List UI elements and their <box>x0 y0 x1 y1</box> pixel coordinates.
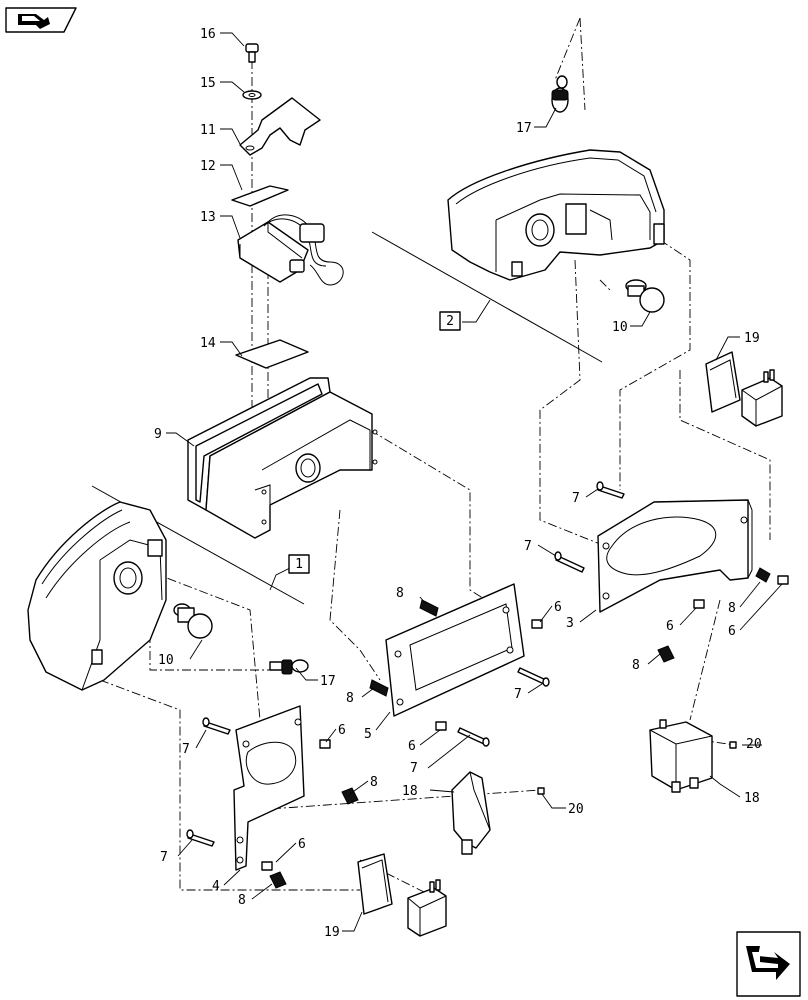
callout-10: 10 <box>612 320 628 335</box>
callout-17: 17 <box>516 121 532 136</box>
part-12-pad <box>231 185 289 207</box>
callout-6: 6 <box>298 837 306 852</box>
part-6-nut <box>319 739 331 749</box>
callout-18: 18 <box>402 784 418 799</box>
part-18-flasher-middle <box>451 771 491 855</box>
callout-8: 8 <box>238 893 246 908</box>
callout-8: 8 <box>632 658 640 673</box>
part-7-screw <box>457 727 490 747</box>
right-lamp-assembly <box>447 149 665 281</box>
part-8-insert <box>755 567 771 583</box>
callout-13: 13 <box>200 210 216 225</box>
callout-8: 8 <box>396 586 404 601</box>
nav-back-arrow-icon <box>18 14 50 29</box>
part-7-screw <box>554 551 585 573</box>
callout-15: 15 <box>200 76 216 91</box>
part-4-bracket <box>233 705 305 871</box>
part-15-washer <box>242 90 262 100</box>
part-17-bulb-left <box>269 659 309 675</box>
callout-7: 7 <box>514 687 522 702</box>
callout-8: 8 <box>728 601 736 616</box>
left-lamp-assembly <box>27 501 167 691</box>
callout-4: 4 <box>212 879 220 894</box>
part-6-nut <box>693 599 705 609</box>
callout-17: 17 <box>320 674 336 689</box>
callout-7: 7 <box>410 761 418 776</box>
callout-7: 7 <box>182 742 190 757</box>
part-19-pad-bottom <box>357 853 393 915</box>
part-8-insert <box>657 645 675 663</box>
part-6-nut <box>435 721 447 731</box>
part-19-pad-top <box>705 351 741 413</box>
callout-6: 6 <box>666 619 674 634</box>
part-18-flasher-right <box>649 719 713 793</box>
part-13-module <box>237 214 344 286</box>
part-8-insert <box>419 599 439 617</box>
callout-3: 3 <box>566 616 574 631</box>
callout-8: 8 <box>370 775 378 790</box>
callout-10: 10 <box>158 653 174 668</box>
part-6-nut <box>777 575 789 585</box>
part-7-screw <box>186 829 215 847</box>
group-ref-label: 1 <box>295 557 303 572</box>
part-6-nut <box>261 861 273 871</box>
part-11-clamp <box>239 97 321 156</box>
group-ref-box-1[interactable]: 1 <box>288 554 310 574</box>
callout-6: 6 <box>338 723 346 738</box>
part-3-bracket <box>597 499 753 613</box>
nav-next-arrow-icon <box>746 946 790 980</box>
part-10-bulb-top <box>625 279 665 313</box>
callout-7: 7 <box>572 491 580 506</box>
part-8-insert <box>341 787 359 805</box>
callout-labels: 16 15 11 12 13 14 9 17 10 19 7 7 3 6 8 6… <box>154 27 762 940</box>
callout-20: 20 <box>568 802 584 817</box>
part-8-insert <box>269 871 287 889</box>
callout-18: 18 <box>744 791 760 806</box>
callout-9: 9 <box>154 427 162 442</box>
leader-lines <box>166 32 783 932</box>
callout-6: 6 <box>728 624 736 639</box>
part-19-relay-top <box>741 369 783 427</box>
group-2-bracket <box>371 231 603 363</box>
callout-12: 12 <box>200 159 216 174</box>
callout-7: 7 <box>524 539 532 554</box>
callout-14: 14 <box>200 336 216 351</box>
part-7-screw <box>517 667 550 687</box>
part-9-lamp-housing <box>187 377 378 539</box>
part-20-plug <box>729 741 737 749</box>
group-ref-label: 2 <box>446 314 454 329</box>
callout-20: 20 <box>746 737 762 752</box>
part-10-bulb-left <box>173 603 213 639</box>
part-7-screw <box>202 717 231 735</box>
callout-7: 7 <box>160 850 168 865</box>
part-6-nut <box>531 619 543 629</box>
callout-6: 6 <box>408 739 416 754</box>
nav-back-button[interactable] <box>5 7 77 33</box>
part-7-screw <box>596 481 625 499</box>
callout-19: 19 <box>324 925 340 940</box>
part-17-bulb-top <box>551 75 569 113</box>
callout-16: 16 <box>200 27 216 42</box>
callout-11: 11 <box>200 123 216 138</box>
part-5-plate <box>385 583 525 717</box>
nav-next-button[interactable] <box>736 931 801 997</box>
callout-6: 6 <box>554 600 562 615</box>
callout-19: 19 <box>744 331 760 346</box>
part-14-pad <box>235 339 309 369</box>
part-19-relay-bottom <box>407 879 447 937</box>
group-ref-box-2[interactable]: 2 <box>439 311 461 331</box>
callout-8: 8 <box>346 691 354 706</box>
part-16-bolt <box>245 43 259 63</box>
part-8-insert <box>369 679 389 697</box>
callout-5: 5 <box>364 727 372 742</box>
part-20-plug <box>537 787 545 795</box>
